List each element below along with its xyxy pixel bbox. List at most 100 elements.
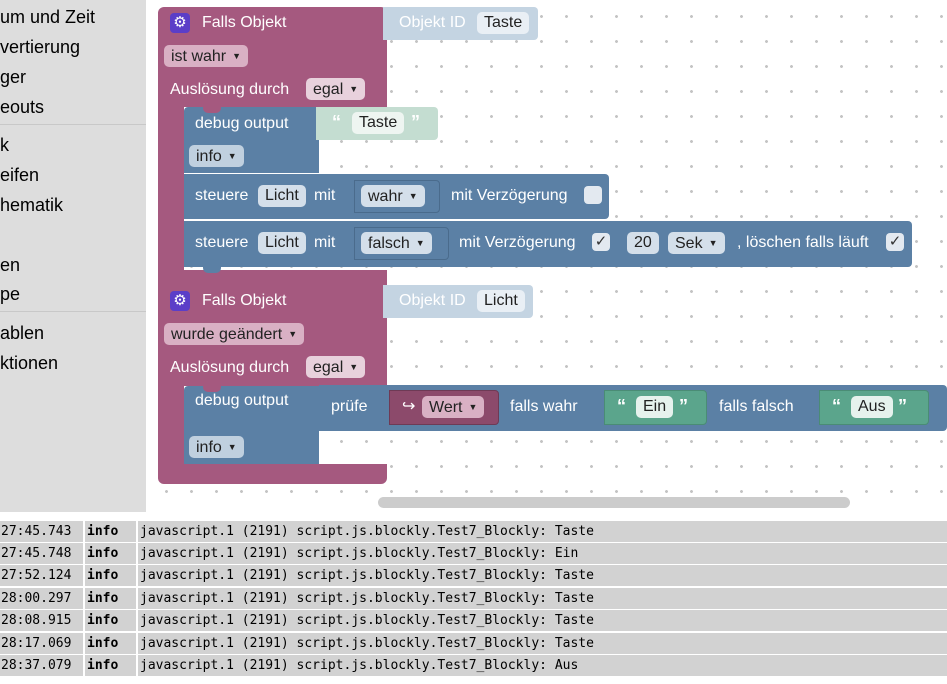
chevron-down-icon: ▼: [227, 151, 237, 161]
gear-icon[interactable]: ⚙: [170, 291, 190, 311]
horizontal-scrollbar[interactable]: [378, 497, 850, 508]
object-id-label: Objekt ID: [399, 14, 466, 31]
toolbox-separator: [0, 124, 146, 125]
if-false-value[interactable]: Aus: [851, 396, 893, 418]
text-value[interactable]: Taste: [352, 112, 405, 134]
if-false-label: falls falsch: [719, 398, 794, 415]
log-time: 27:52.124: [0, 565, 83, 586]
toolbox-category-variables[interactable]: ablen: [0, 323, 45, 343]
log-level-dropdown[interactable]: info ▼: [189, 145, 244, 167]
open-quote-icon: “: [332, 112, 341, 132]
control-target[interactable]: Licht: [258, 232, 306, 254]
log-message: javascript.1 (2191) script.js.blockly.Te…: [138, 633, 947, 654]
log-level-dropdown[interactable]: info ▼: [189, 436, 244, 458]
chevron-down-icon: ▼: [408, 191, 418, 201]
log-message: javascript.1 (2191) script.js.blockly.Te…: [138, 543, 947, 564]
control-with: mit: [314, 234, 336, 251]
toolbox-category-functions[interactable]: ktionen: [0, 353, 59, 373]
unit-dropdown[interactable]: Sek ▼: [668, 232, 725, 254]
delay-checkbox[interactable]: ✓: [592, 233, 610, 251]
table-row: 27:45.743 info javascript.1 (2191) scrip…: [0, 521, 947, 542]
control-prefix: steuere: [195, 234, 249, 251]
toolbox-category-timeouts[interactable]: eouts: [0, 97, 45, 117]
log-level-value: info: [196, 439, 222, 456]
log-message: javascript.1 (2191) script.js.blockly.Te…: [138, 588, 947, 609]
event-block-footer: [158, 270, 387, 286]
clear-checkbox[interactable]: ✓: [886, 233, 904, 251]
trigger-dropdown[interactable]: egal▼: [306, 356, 366, 378]
event-block-spine: [158, 386, 184, 464]
object-id-value[interactable]: Licht: [477, 290, 525, 312]
toolbox-category-date-time[interactable]: um und Zeit: [0, 7, 96, 27]
toolbox-separator: [0, 311, 146, 312]
table-row: 28:00.297 info javascript.1 (2191) scrip…: [0, 588, 947, 609]
trigger-value: egal: [313, 81, 344, 98]
log-message: javascript.1 (2191) script.js.blockly.Te…: [138, 565, 947, 586]
toolbox-category-text[interactable]: en: [0, 255, 21, 275]
debug-output-label: debug output: [195, 115, 289, 132]
delay-checkbox[interactable]: [584, 186, 602, 204]
delay-label: mit Verzögerung: [459, 234, 576, 251]
table-row: 27:52.124 info javascript.1 (2191) scrip…: [0, 565, 947, 586]
log-time: 28:08.915: [0, 610, 83, 631]
chevron-down-icon: ▼: [288, 329, 298, 339]
event-title: Falls Objekt: [202, 14, 287, 31]
log-time: 28:37.079: [0, 655, 83, 676]
log-level: info: [85, 633, 136, 654]
chevron-down-icon: ▼: [415, 238, 425, 248]
chevron-down-icon: ▼: [232, 51, 242, 61]
delay-value[interactable]: 20: [627, 232, 659, 254]
open-quote-icon: “: [617, 396, 626, 416]
condition-dropdown[interactable]: wurde geändert ▼: [164, 323, 305, 345]
log-time: 27:45.748: [0, 543, 83, 564]
delay-label: mit Verzögerung: [451, 187, 568, 204]
toolbox-category-loops[interactable]: eifen: [0, 165, 40, 185]
log-table: 27:45.743 info javascript.1 (2191) scrip…: [0, 517, 947, 684]
log-message: javascript.1 (2191) script.js.blockly.Te…: [138, 655, 947, 676]
block-notch: [203, 107, 221, 113]
close-quote-icon: ”: [898, 396, 907, 416]
chevron-down-icon: ▼: [468, 402, 478, 412]
toolbox-category-math[interactable]: hematik: [0, 195, 64, 215]
if-true-label: falls wahr: [510, 398, 578, 415]
event-title: Falls Objekt: [202, 292, 287, 309]
object-id-value[interactable]: Taste: [477, 12, 530, 34]
block-notch: [203, 267, 221, 273]
log-time: 28:00.297: [0, 588, 83, 609]
table-row: 28:37.079 info javascript.1 (2191) scrip…: [0, 655, 947, 676]
unit-value: Sek: [675, 235, 703, 252]
control-with: mit: [314, 187, 336, 204]
return-arrow-icon: ↪: [402, 398, 416, 415]
condition-dropdown[interactable]: ist wahr▼: [164, 45, 249, 67]
variable-dropdown[interactable]: Wert ▼: [422, 396, 485, 418]
clear-label: , löschen falls läuft: [737, 234, 869, 251]
boolean-dropdown[interactable]: wahr ▼: [361, 185, 425, 207]
chevron-down-icon: ▼: [227, 442, 237, 452]
trigger-dropdown[interactable]: egal▼: [306, 78, 366, 100]
trigger-label: Auslösung durch: [170, 359, 290, 376]
close-quote-icon: ”: [679, 396, 688, 416]
debug-output-label: debug output: [195, 392, 289, 409]
boolean-value: wahr: [368, 188, 403, 205]
ternary-check-label: prüfe: [331, 398, 368, 415]
gear-icon[interactable]: ⚙: [170, 13, 190, 33]
log-level-value: info: [196, 148, 222, 165]
event-block-spine: [158, 107, 184, 270]
toolbox-sidebar: um und Zeit vertierung ger eouts k eifen…: [0, 0, 146, 512]
variable-value: Wert: [429, 399, 463, 416]
if-true-value[interactable]: Ein: [636, 396, 674, 418]
blockly-workspace[interactable]: ⚙ Falls Objekt Objekt ID Taste ist wahr▼…: [146, 0, 947, 512]
toolbox-category-logic[interactable]: k: [0, 135, 9, 155]
toolbox-category-lists[interactable]: pe: [0, 284, 21, 304]
chevron-down-icon: ▼: [708, 238, 718, 248]
block-notch: [203, 386, 221, 392]
trigger-label: Auslösung durch: [170, 81, 290, 98]
control-prefix: steuere: [195, 187, 249, 204]
control-target[interactable]: Licht: [258, 185, 306, 207]
log-level: info: [85, 610, 136, 631]
toolbox-category-conversion[interactable]: vertierung: [0, 37, 81, 57]
condition-value: wurde geändert: [171, 326, 283, 343]
toolbox-category-triggers[interactable]: ger: [0, 67, 27, 87]
event-block-footer: [158, 464, 387, 484]
boolean-dropdown[interactable]: falsch▼: [361, 232, 432, 254]
